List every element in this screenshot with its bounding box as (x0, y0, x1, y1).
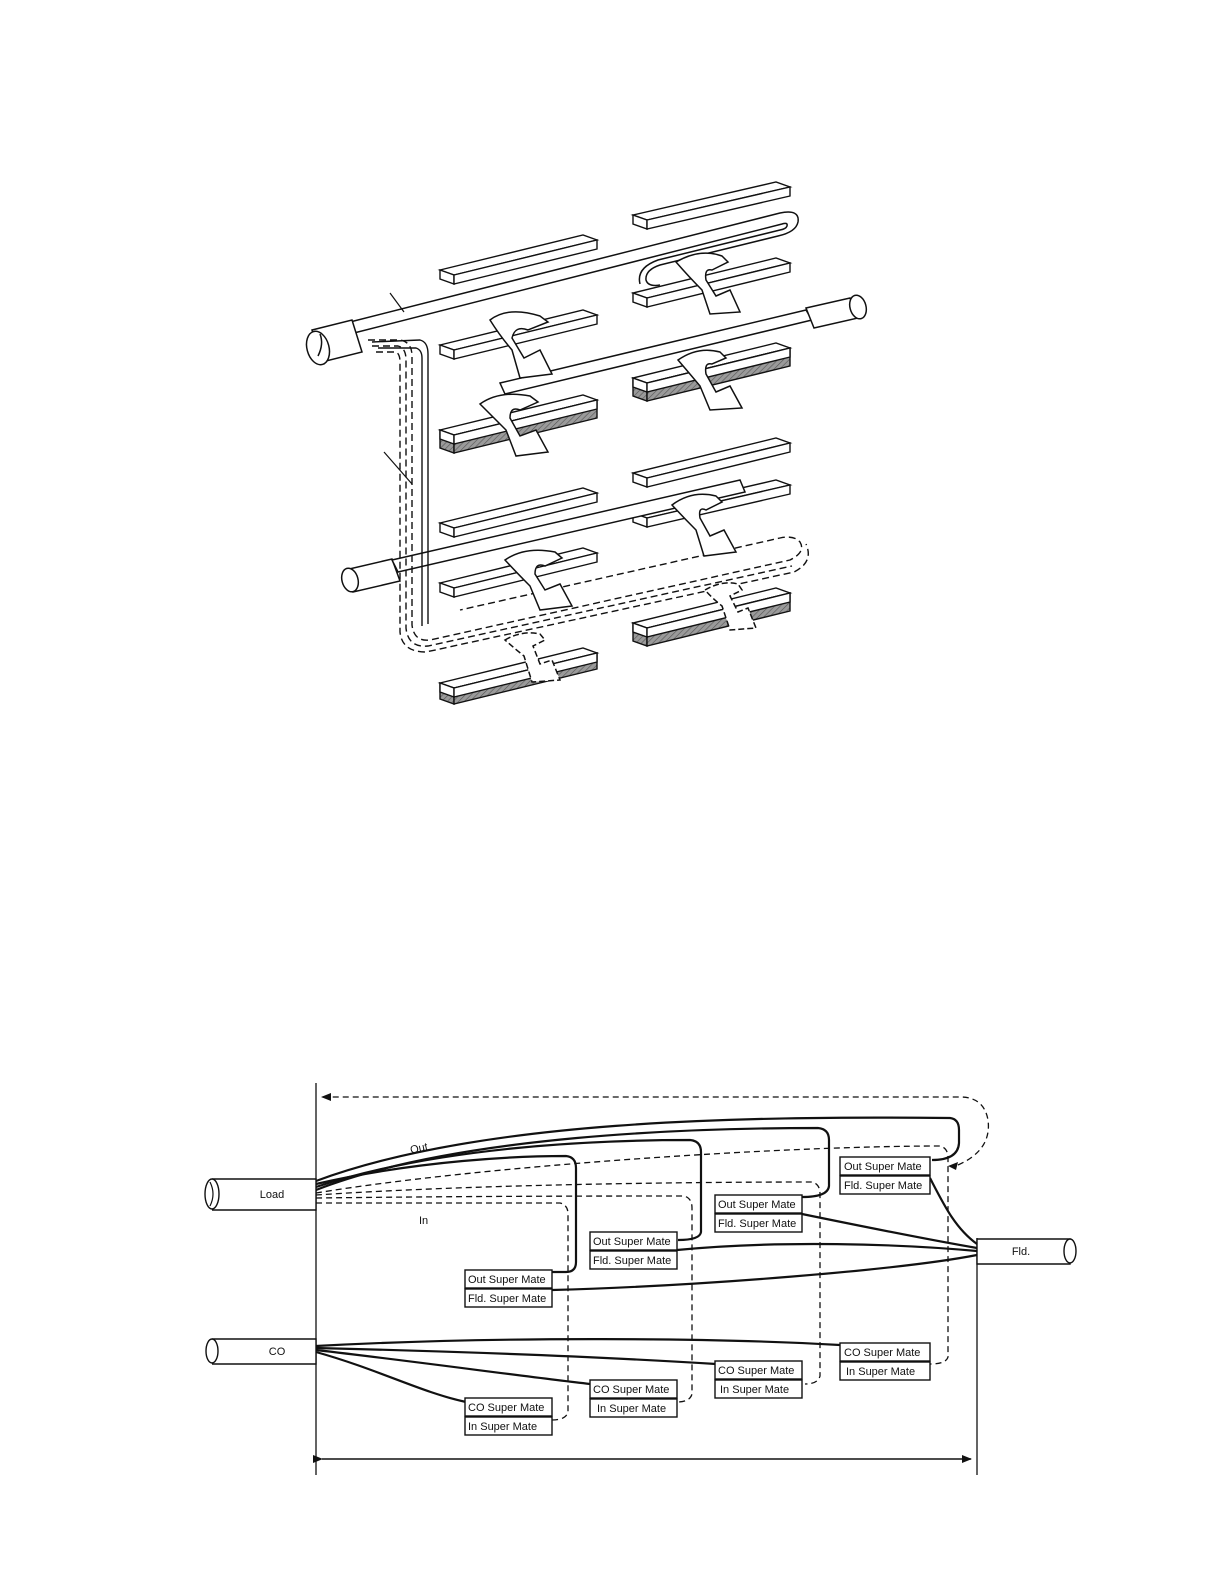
co-super-mate-label: CO Super Mate (844, 1347, 920, 1359)
return-path-arrow (322, 1097, 988, 1165)
in-super-mate-label: In Super Mate (720, 1384, 789, 1396)
load-label: Load (260, 1189, 284, 1201)
fld-super-mate-label: Fld. Super Mate (468, 1293, 546, 1305)
cable-rack-illustration (303, 182, 869, 704)
return-arrowhead (948, 1162, 958, 1170)
co-super-mate-label: CO Super Mate (593, 1384, 669, 1396)
in-label: In (419, 1215, 428, 1227)
leader-line (390, 293, 404, 312)
out-super-mate-label: Out Super Mate (468, 1274, 546, 1286)
rack-bar (633, 438, 790, 487)
fld-cable: Fld. (977, 1239, 1076, 1264)
station-3-co-in: CO Super Mate In Super Mate (715, 1361, 802, 1398)
cable-routing-schematic: Load CO Fld. Out In (205, 1083, 1076, 1475)
fld-super-mate-label: Fld. Super Mate (593, 1255, 671, 1267)
rack-bar (633, 182, 790, 229)
out-super-mate-label: Out Super Mate (718, 1199, 796, 1211)
station-1-out-fld: Out Super Mate Fld. Super Mate (465, 1270, 552, 1307)
in-super-mate-label: In Super Mate (597, 1403, 666, 1415)
co-cable: CO (206, 1339, 316, 1364)
upper-left-cable-stub (303, 320, 362, 367)
co-super-mate-label: CO Super Mate (718, 1365, 794, 1377)
co-super-mate-label: CO Super Mate (468, 1402, 544, 1414)
fld-super-mate-label: Fld. Super Mate (718, 1218, 796, 1230)
station-2-co-in: CO Super Mate In Super Mate (590, 1380, 677, 1417)
rack-bar (440, 648, 597, 704)
fld-label: Fld. (1012, 1246, 1030, 1258)
station-1-co-in: CO Super Mate In Super Mate (465, 1398, 552, 1435)
leader-line (384, 452, 412, 484)
out-super-mate-label: Out Super Mate (844, 1161, 922, 1173)
station-2-out-fld: Out Super Mate Fld. Super Mate (590, 1232, 677, 1269)
in-super-mate-label: In Super Mate (468, 1421, 537, 1433)
station-4-co-in: CO Super Mate In Super Mate (840, 1343, 930, 1380)
co-label: CO (269, 1346, 286, 1358)
fld-super-mate-label: Fld. Super Mate (844, 1180, 922, 1192)
load-cable: Load (205, 1179, 316, 1210)
out-super-mate-label: Out Super Mate (593, 1236, 671, 1248)
station-3-out-fld: Out Super Mate Fld. Super Mate (715, 1195, 802, 1232)
station-4-out-fld: Out Super Mate Fld. Super Mate (840, 1157, 930, 1194)
in-super-mate-label: In Super Mate (846, 1366, 915, 1378)
